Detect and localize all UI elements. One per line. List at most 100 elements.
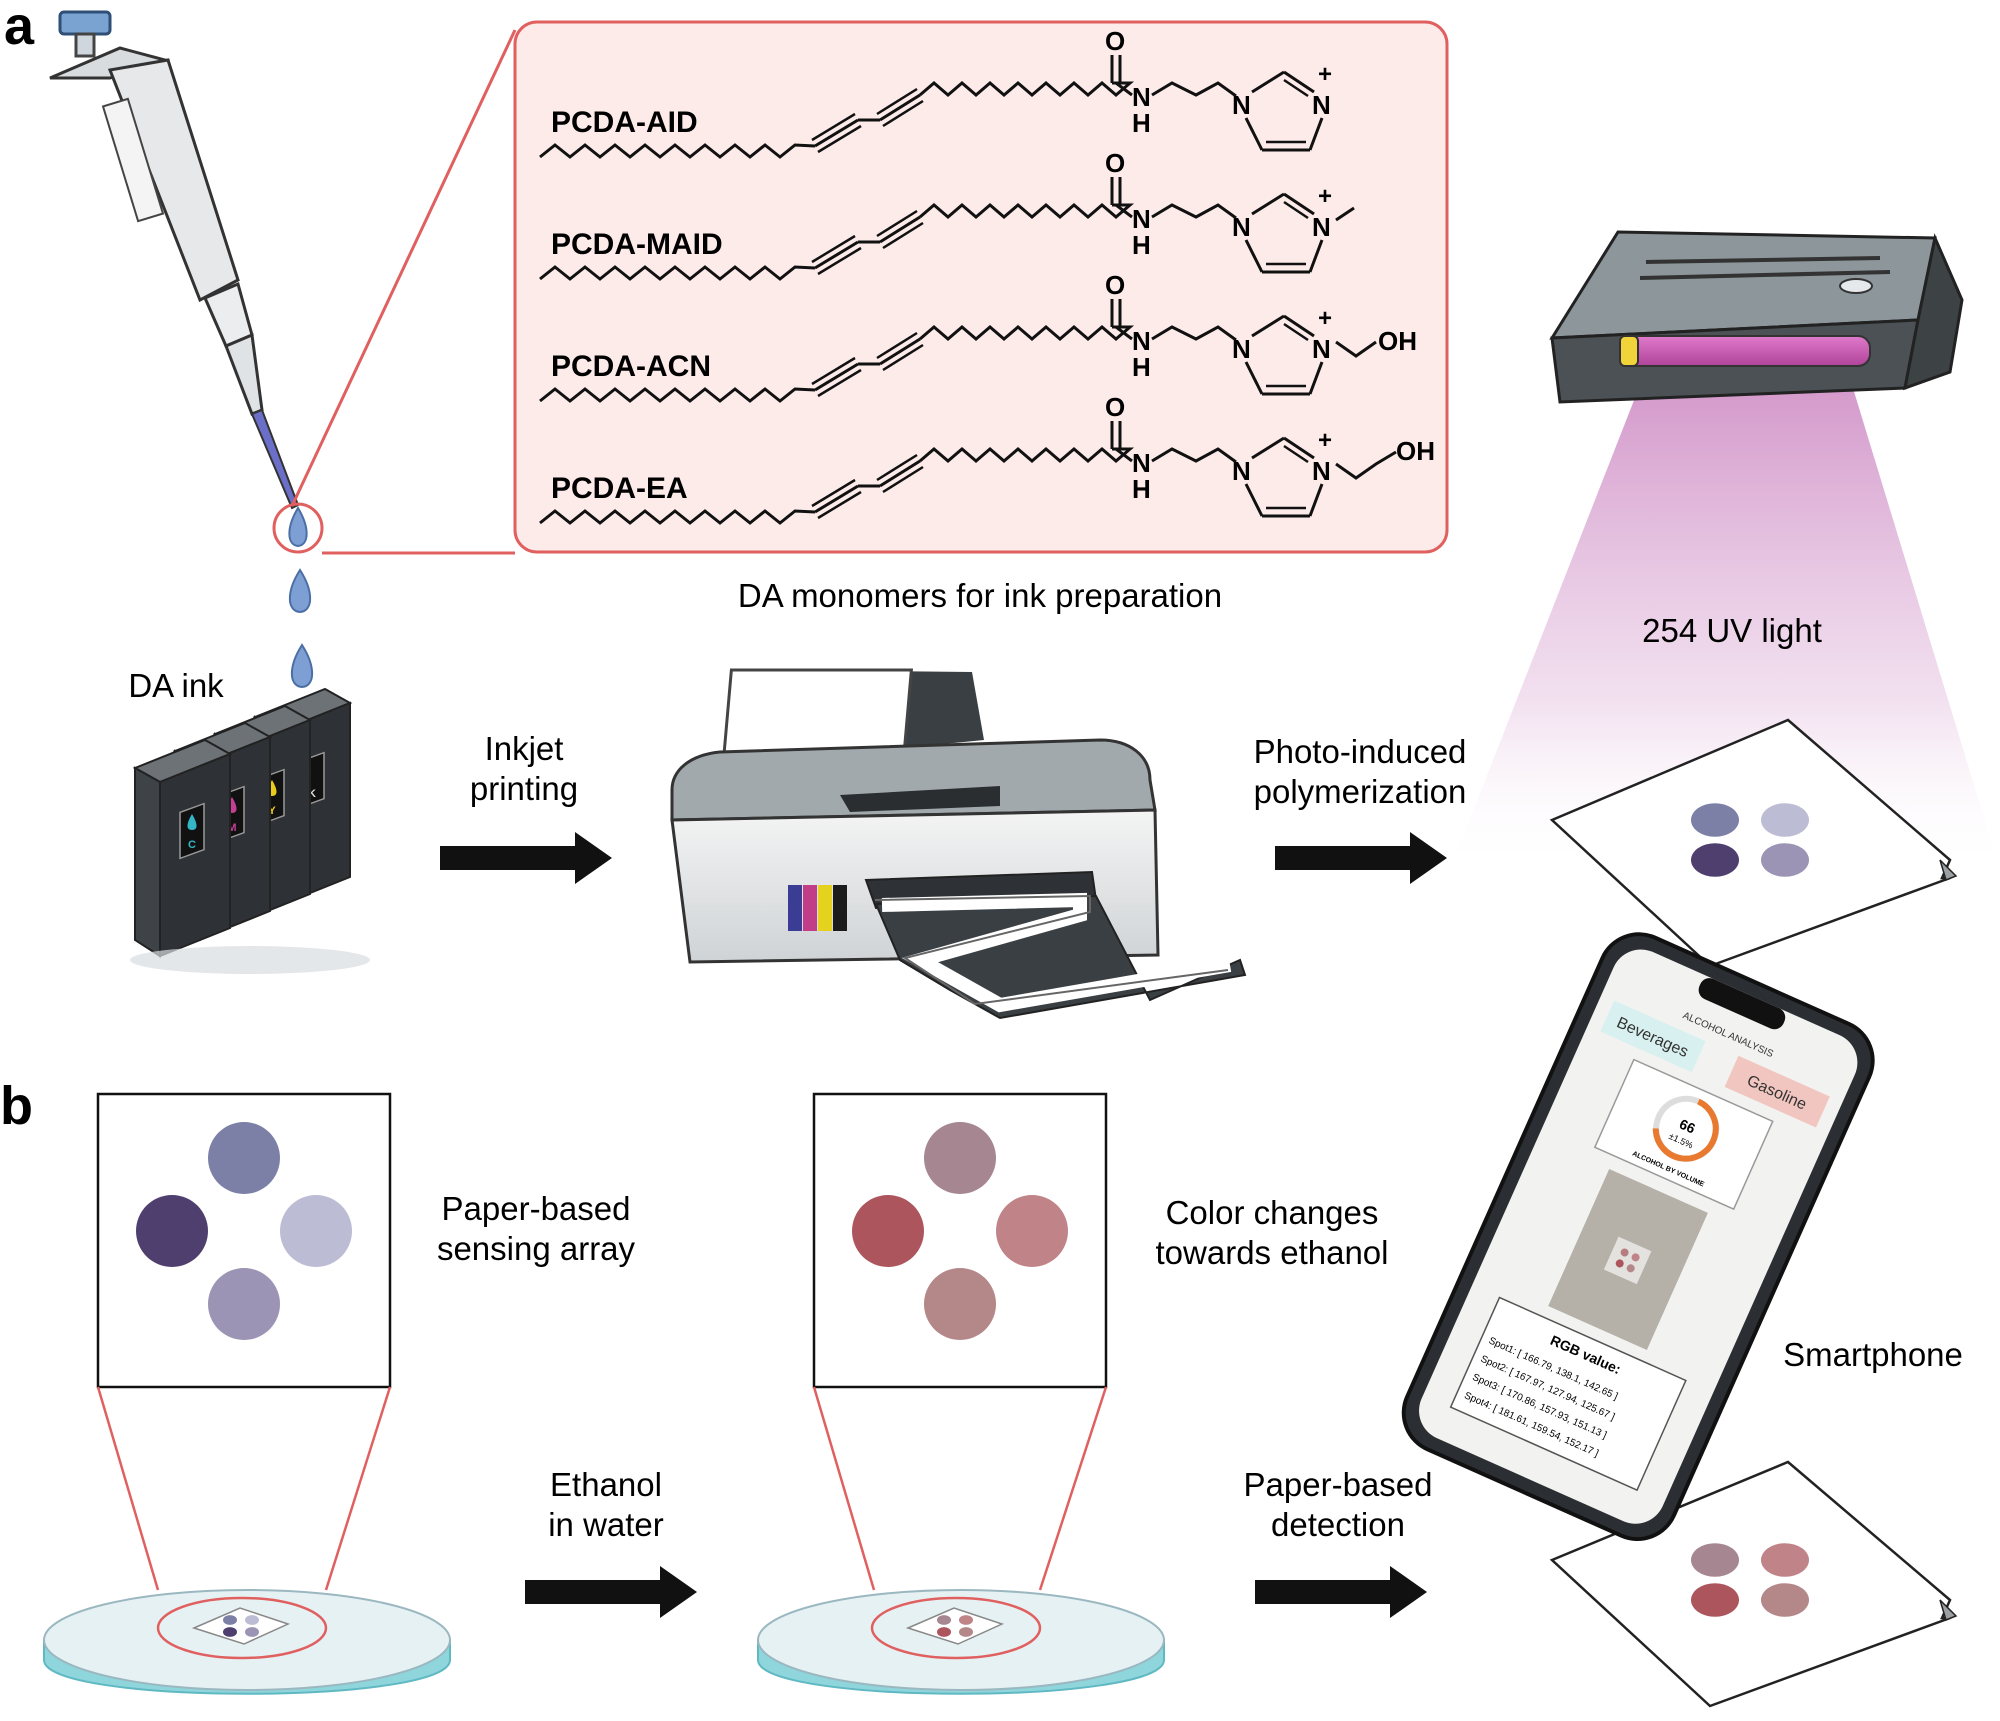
monomer-name: PCDA-AID (551, 106, 698, 139)
sensing-spot (223, 1627, 237, 1637)
monomer-name: PCDA-EA (551, 472, 688, 505)
cartridge-label: K (308, 788, 316, 800)
sensing-spot (959, 1627, 973, 1637)
sensing-spot (996, 1195, 1068, 1267)
sensing-spot (1761, 843, 1809, 877)
hydroxyl-group: OH (1378, 326, 1417, 356)
ring-nitrogen-plus: N (1312, 212, 1331, 242)
smartphone-icon: ALCOHOL ANALYSIS Beverages Gasoline 66 ±… (1401, 932, 1875, 1542)
ink-drops (272, 502, 324, 689)
caption-photo-1: Photo-induced (1254, 733, 1467, 770)
sensing-spot (280, 1195, 352, 1267)
monomer-name: PCDA-ACN (551, 350, 711, 383)
caption-detect-1: Paper-based (1244, 1466, 1433, 1503)
caption-smartphone: Smartphone (1783, 1336, 1963, 1373)
phone-gauge-value: 66 (1677, 1116, 1698, 1137)
nitrogen-atom: N (1132, 448, 1151, 478)
sensing-spot (208, 1268, 280, 1340)
ring-nitrogen: N (1232, 212, 1251, 242)
sensing-spot (223, 1615, 237, 1625)
caption-uv: 254 UV light (1642, 612, 1822, 649)
hydrogen-atom: H (1132, 108, 1151, 138)
cartridge-shadow (130, 946, 370, 974)
sensing-spot (1691, 1583, 1739, 1617)
ring-nitrogen: N (1232, 334, 1251, 364)
cation-charge: + (1318, 61, 1332, 88)
sensing-spot (208, 1122, 280, 1194)
monomer-name: PCDA-MAID (551, 228, 723, 261)
pipette-icon (49, 10, 300, 510)
caption-color-2: towards ethanol (1156, 1234, 1389, 1271)
sensing-spot (245, 1627, 259, 1637)
ring-nitrogen: N (1232, 90, 1251, 120)
petri-dish-1-icon (43, 1386, 451, 1695)
ring-nitrogen-plus: N (1312, 90, 1331, 120)
petri-dish-2-icon (757, 1386, 1165, 1695)
oxygen-atom: O (1105, 392, 1125, 422)
ring-nitrogen-plus: N (1312, 456, 1331, 486)
panel-label-b: b (0, 1076, 33, 1136)
cartridge-label: M (227, 822, 236, 834)
sensing-spot (136, 1195, 208, 1267)
callout-line-top (290, 29, 517, 507)
sensing-spot (245, 1615, 259, 1625)
cation-charge: + (1318, 305, 1332, 332)
caption-photo-2: polymerization (1254, 773, 1467, 810)
caption-monomers: DA monomers for ink preparation (738, 577, 1222, 614)
caption-inkjet-2: printing (470, 770, 578, 807)
sensing-spot (924, 1122, 996, 1194)
uv-beam (1450, 385, 2000, 870)
hydrogen-atom: H (1132, 474, 1151, 504)
hydrogen-atom: H (1132, 352, 1151, 382)
sensing-spot (1691, 1543, 1739, 1577)
cartridge-label: C (188, 839, 196, 851)
phone-tab-gasoline[interactable] (1724, 1055, 1830, 1128)
oxygen-atom: O (1105, 26, 1125, 56)
sensing-spot (959, 1615, 973, 1625)
cation-charge: + (1318, 183, 1332, 210)
inkjet-printer-icon (670, 668, 1247, 1020)
ring-nitrogen-plus: N (1312, 334, 1331, 364)
caption-ethanol-2: in water (548, 1506, 664, 1543)
arrow-polymerization-icon (1275, 832, 1447, 884)
sensing-spot (1691, 803, 1739, 837)
caption-ethanol-1: Ethanol (550, 1466, 662, 1503)
arrow-detection-icon (1255, 1566, 1427, 1618)
caption-ink: DA ink (128, 667, 224, 704)
nitrogen-atom: N (1132, 82, 1151, 112)
alkyl-chain (539, 143, 816, 159)
caption-color-1: Color changes (1166, 1194, 1379, 1231)
ring-nitrogen: N (1232, 456, 1251, 486)
sensing-spot (1761, 1543, 1809, 1577)
alkyl-chain (539, 509, 816, 525)
oxygen-atom: O (1105, 270, 1125, 300)
panel-label-a: a (4, 0, 35, 56)
caption-paper-1: Paper-based (442, 1190, 631, 1227)
sensing-spot (1761, 803, 1809, 837)
caption-inkjet-1: Inkjet (485, 730, 564, 767)
sensing-spot (937, 1627, 951, 1637)
sensing-spot (1761, 1583, 1809, 1617)
arrow-inkjet-icon (440, 832, 612, 884)
hydrogen-atom: H (1132, 230, 1151, 260)
nitrogen-atom: N (1132, 326, 1151, 356)
nitrogen-atom: N (1132, 204, 1151, 234)
arrow-ethanol-icon (525, 1566, 697, 1618)
cation-charge: + (1318, 427, 1332, 454)
caption-paper-2: sensing array (437, 1230, 636, 1267)
ink-cartridge: C (132, 738, 233, 958)
uv-lamp-icon (1549, 230, 1964, 404)
hydroxyl-group: OH (1396, 436, 1435, 466)
oxygen-atom: O (1105, 148, 1125, 178)
caption-detect-2: detection (1271, 1506, 1405, 1543)
sensing-spot (1691, 843, 1739, 877)
phone-tab-beverages[interactable] (1600, 1000, 1706, 1073)
